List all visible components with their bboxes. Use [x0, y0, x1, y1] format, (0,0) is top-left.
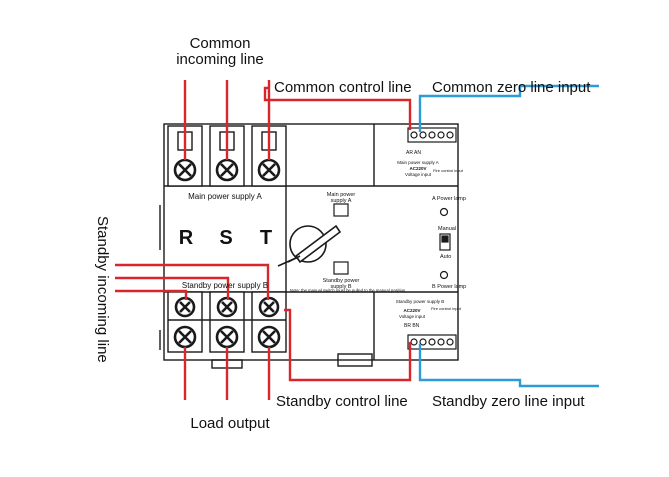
a-power-lamp-icon	[439, 207, 449, 217]
blue-wires	[418, 84, 599, 388]
bottom-br-bn-label: BR BN	[404, 323, 420, 329]
common-zero-line-input-label: Common zero line input	[432, 79, 591, 96]
b-power-lamp-label: B Power lamp	[432, 284, 466, 290]
manual-label: Manual	[438, 226, 456, 232]
bottom-ac-voltage-label: AC220V	[403, 308, 420, 313]
top-ac-voltage-label: AC220V	[409, 166, 426, 171]
panel-controls	[333, 203, 451, 280]
phase-s-label: S	[219, 227, 232, 249]
standby-incoming-line-label: Standby incoming line	[94, 216, 111, 363]
common-incoming-line-label-1: Common	[190, 35, 251, 52]
top-ar-an-label: AR AN	[406, 150, 421, 156]
top-screw-icons	[173, 158, 281, 182]
bottom-screw-icons	[173, 296, 281, 349]
top-fire-input-label: Fire control input	[433, 168, 464, 173]
common-control-line-label: Common control line	[274, 79, 412, 96]
bottom-control-terminal	[407, 334, 457, 350]
phase-r-label: R	[179, 227, 194, 249]
red-wires	[115, 80, 412, 400]
standby-zero-line-input-label: Standby zero line input	[432, 393, 585, 410]
b-power-lamp-icon	[439, 270, 449, 280]
bottom-voltage-input-label: Voltage input	[399, 314, 426, 319]
top-control-terminal	[407, 127, 457, 143]
phase-t-label: T	[260, 227, 272, 249]
a-power-lamp-label: A Power lamp	[432, 196, 466, 202]
manual-note-label: Note: the manual switch must be pulled t…	[290, 288, 406, 293]
rotary-handle-icon	[277, 224, 342, 267]
main-power-supply-label: Main power supply A	[188, 192, 262, 201]
bottom-fire-input-label: Fire control input	[431, 306, 462, 311]
top-main-supply-small-label: Main power supply A	[397, 160, 439, 165]
bottom-standby-small-label: Standby power supply B	[396, 299, 445, 304]
load-output-label: Load output	[190, 415, 270, 432]
standby-power-supply-label: Standby power supply B	[182, 281, 268, 290]
common-incoming-line-label-2: incoming line	[176, 51, 264, 68]
auto-label: Auto	[440, 254, 451, 260]
main-power-a-label-2: supply A	[331, 198, 352, 204]
standby-power-b-label-1: Standby power	[323, 278, 360, 284]
standby-control-line-label: Standby control line	[276, 393, 408, 410]
standby-power-b-label-2: supply B	[330, 284, 351, 290]
top-voltage-input-label: Voltage input	[405, 172, 432, 177]
main-power-a-label-1: Main power	[327, 192, 356, 198]
